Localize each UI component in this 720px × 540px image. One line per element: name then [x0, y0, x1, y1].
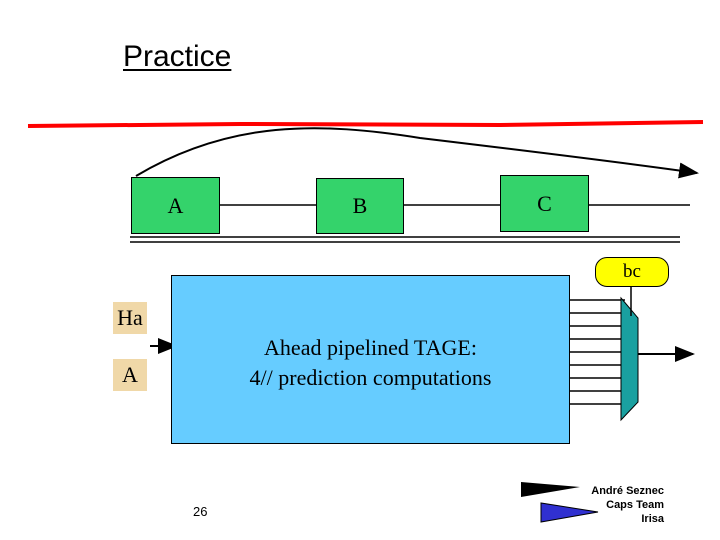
tage-predictor-box: Ahead pipelined TAGE: 4// prediction com… [171, 275, 570, 444]
logo-black-triangle [521, 482, 580, 497]
tage-box-line2: 4// prediction computations [249, 365, 492, 390]
mux-shape [620, 296, 639, 422]
box-c: C [500, 175, 589, 232]
box-bc: bc [595, 257, 669, 287]
pipeline-arc [135, 127, 699, 179]
author-team: Caps Team [606, 499, 664, 511]
author-block: André Seznec Caps Team Irisa [591, 484, 664, 526]
box-b: B [316, 178, 404, 234]
label-a: A [113, 359, 147, 391]
slide-title: Practice [123, 40, 232, 73]
box-a: A [131, 177, 220, 234]
author-org: Irisa [641, 513, 664, 525]
title-rule [27, 120, 704, 128]
logo-blue-triangle [540, 502, 599, 523]
label-ha: Ha [113, 302, 147, 334]
author-name: André Seznec [591, 485, 664, 497]
parallel-output-lines [568, 299, 625, 405]
tage-box-line1: Ahead pipelined TAGE: [264, 335, 477, 360]
page-number: 26 [193, 504, 208, 519]
